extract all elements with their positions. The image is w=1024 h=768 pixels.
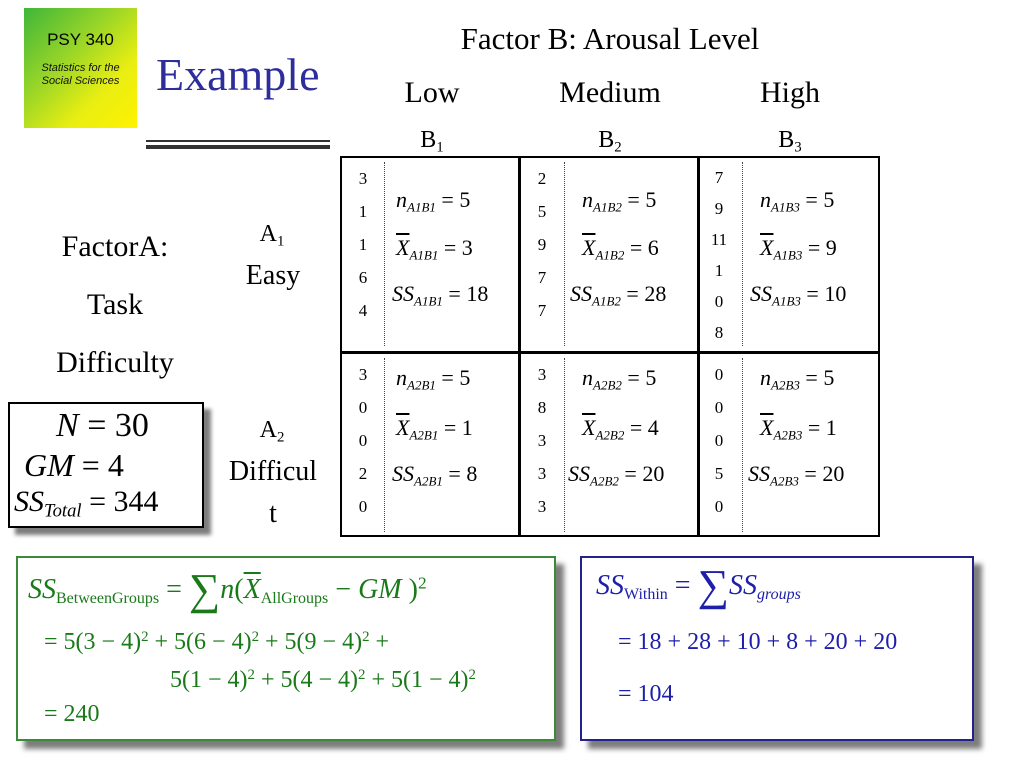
level-b3-name: High — [760, 76, 820, 109]
data-table — [340, 156, 880, 537]
stat-n-a2b3: nA2B3 = 5 — [760, 365, 835, 393]
grid-vline-2 — [697, 156, 700, 537]
course-code: PSY 340 — [47, 30, 114, 49]
total-n: N = 30 — [56, 407, 149, 444]
level-b1-symbol: B1 — [420, 127, 444, 156]
dotted-sep-a2b2 — [564, 358, 565, 532]
course-subtitle-line2: Social Sciences — [41, 75, 120, 87]
level-a2-symbol: A2 — [259, 417, 285, 446]
stat-ss-a2b1: SSA2B1 = 8 — [392, 461, 478, 489]
course-logo: PSY 340 Statistics for the Social Scienc… — [24, 8, 137, 128]
stat-n-a2b1: nA2B1 = 5 — [396, 365, 471, 393]
stat-n-a1b2: nA1B2 = 5 — [582, 187, 657, 215]
ss-between-expansion-line2: 5(1 − 4)2 + 5(4 − 4)2 + 5(1 − 4)2 — [170, 666, 476, 693]
grid-vline-1 — [518, 156, 521, 537]
stat-mean-a2b3: XA2B3 = 1 — [760, 415, 837, 443]
stat-ss-a2b2: SSA2B2 = 20 — [568, 461, 665, 489]
level-b1-name: Low — [404, 76, 460, 109]
ss-between-formula: SSBetweenGroups = ∑n(XAllGroups − GM )2 — [28, 565, 427, 614]
stat-n-a2b2: nA2B2 = 5 — [582, 365, 657, 393]
stat-ss-a1b3: SSA1B3 = 10 — [750, 281, 847, 309]
dotted-sep-a1b3 — [742, 162, 743, 346]
stat-n-a1b1: nA1B1 = 5 — [396, 187, 471, 215]
factor-a-title-line3: Difficulty — [56, 346, 174, 379]
ss-within-box: SSWithin = ∑SSgroups = 18 + 28 + 10 + 8 … — [580, 556, 974, 741]
dotted-sep-a2b1 — [384, 358, 385, 532]
factor-a-title-line1: FactorA: — [61, 230, 169, 263]
level-a2-name-line1: Difficul — [228, 456, 318, 487]
title-rule-thin — [146, 140, 330, 142]
level-a1-symbol: A1 — [259, 221, 285, 250]
factor-b-title: Factor B: Arousal Level — [460, 21, 760, 56]
ss-within-formula: SSWithin = ∑SSgroups — [596, 561, 801, 610]
ss-within-result: = 104 — [618, 681, 674, 707]
stat-mean-a2b2: XA2B2 = 4 — [582, 415, 659, 443]
dotted-sep-a1b2 — [564, 162, 565, 346]
ss-total: SSTotal = 344 — [14, 485, 159, 522]
course-subtitle-line1: Statistics for the — [41, 62, 120, 74]
stat-mean-a2b1: XA2B1 = 1 — [396, 415, 473, 443]
course-subtitle: Statistics for the Social Sciences — [24, 62, 137, 88]
stat-n-a1b3: nA1B3 = 5 — [760, 187, 835, 215]
grand-mean: GM = 4 — [24, 447, 124, 483]
level-b3-symbol: B3 — [778, 127, 802, 156]
slide-title: Example — [156, 49, 320, 100]
stat-ss-a1b1: SSA1B1 = 18 — [392, 281, 489, 309]
grid-hline — [340, 351, 880, 354]
stat-mean-a1b1: XA1B1 = 3 — [396, 235, 473, 263]
title-rule-thick — [146, 145, 330, 149]
level-a2-name-line2: t — [269, 498, 277, 529]
totals-box: N = 30 GM = 4 SSTotal = 344 — [8, 402, 204, 528]
stat-mean-a1b3: XA1B3 = 9 — [760, 235, 837, 263]
level-a1-name: Easy — [245, 260, 301, 291]
ss-within-expansion: = 18 + 28 + 10 + 8 + 20 + 20 — [618, 629, 898, 655]
ss-between-result: = 240 — [44, 701, 100, 727]
dotted-sep-a1b1 — [384, 162, 385, 346]
stat-ss-a2b3: SSA2B3 = 20 — [748, 461, 845, 489]
stat-mean-a1b2: XA1B2 = 6 — [582, 235, 659, 263]
level-b2-symbol: B2 — [598, 127, 622, 156]
stat-ss-a1b2: SSA1B2 = 28 — [570, 281, 667, 309]
ss-between-box: SSBetweenGroups = ∑n(XAllGroups − GM )2 … — [16, 556, 556, 741]
level-b2-name: Medium — [559, 76, 661, 109]
factor-a-title-line2: Task — [86, 288, 144, 321]
dotted-sep-a2b3 — [742, 358, 743, 532]
ss-between-expansion-line1: = 5(3 − 4)2 + 5(6 − 4)2 + 5(9 − 4)2 + — [44, 628, 390, 655]
